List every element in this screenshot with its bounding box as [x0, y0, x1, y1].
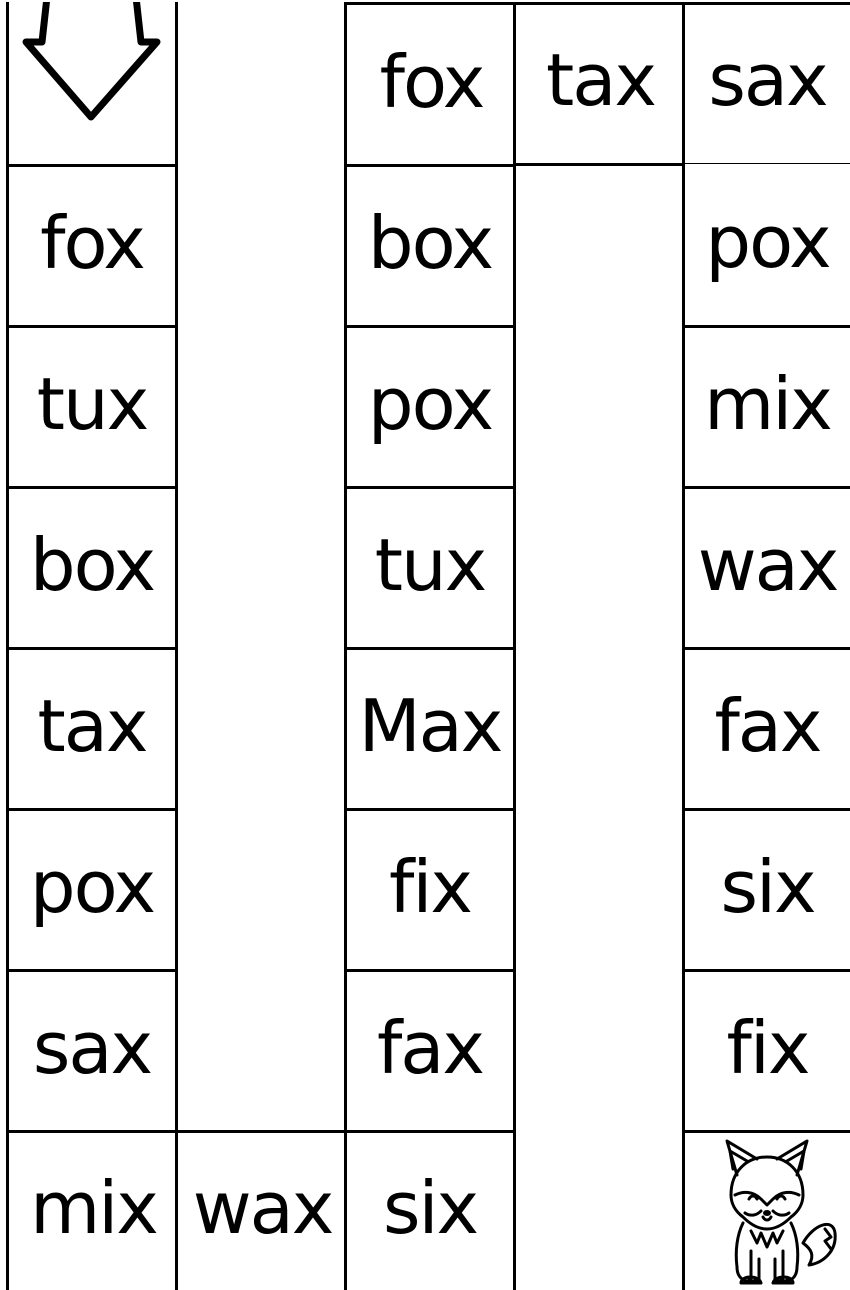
word-text: fix — [727, 1012, 809, 1084]
word-text: Max — [359, 690, 502, 762]
word-text: fox — [40, 207, 144, 279]
word-text: sax — [33, 1012, 151, 1084]
word-cell[interactable]: box — [6, 486, 178, 649]
word-cell[interactable]: fax — [682, 647, 850, 810]
fox-icon — [685, 1133, 850, 1290]
word-cell[interactable]: wax — [682, 486, 850, 649]
word-cell[interactable]: pox — [682, 164, 850, 327]
word-text: mix — [704, 368, 831, 440]
word-text: tax — [546, 44, 655, 116]
word-text: box — [368, 207, 492, 279]
word-text: six — [720, 851, 814, 923]
word-cell[interactable]: fox — [6, 164, 178, 327]
word-cell[interactable]: sax — [6, 969, 178, 1132]
word-cell[interactable]: tax — [513, 2, 685, 166]
word-cell[interactable]: mix — [6, 1130, 178, 1290]
word-cell[interactable]: pox — [344, 325, 516, 488]
word-text: mix — [30, 1172, 157, 1244]
word-text: fax — [714, 690, 820, 762]
word-cell[interactable]: fix — [682, 969, 850, 1132]
word-cell[interactable]: six — [344, 1130, 516, 1290]
word-cell[interactable]: fix — [344, 808, 516, 971]
word-text: sax — [708, 44, 826, 116]
word-cell[interactable]: fax — [344, 969, 516, 1132]
word-text: tax — [38, 690, 147, 762]
word-text: fox — [380, 46, 484, 118]
start-cell — [6, 2, 178, 166]
word-text: pox — [705, 206, 829, 278]
word-cell[interactable]: box — [344, 164, 516, 327]
down-arrow-icon — [9, 2, 175, 166]
word-text: fax — [377, 1012, 483, 1084]
word-text: six — [383, 1172, 477, 1244]
word-cell[interactable]: pox — [6, 808, 178, 971]
finish-cell — [682, 1130, 850, 1290]
word-cell[interactable]: tux — [344, 486, 516, 649]
word-text: tux — [375, 529, 485, 601]
word-cell[interactable]: tax — [6, 647, 178, 810]
word-text: box — [30, 529, 154, 601]
word-cell[interactable]: fox — [344, 2, 516, 166]
word-cell[interactable]: mix — [682, 325, 850, 488]
word-cell[interactable]: sax — [682, 2, 850, 166]
word-text: pox — [368, 368, 492, 440]
word-cell[interactable]: tux — [6, 325, 178, 488]
word-text: wax — [698, 529, 838, 601]
word-text: pox — [30, 851, 154, 923]
word-cell[interactable]: Max — [344, 647, 516, 810]
word-text: wax — [193, 1172, 333, 1244]
word-cell[interactable]: six — [682, 808, 850, 971]
word-cell[interactable]: wax — [175, 1130, 347, 1290]
word-text: fix — [389, 851, 471, 923]
word-text: tux — [37, 368, 147, 440]
